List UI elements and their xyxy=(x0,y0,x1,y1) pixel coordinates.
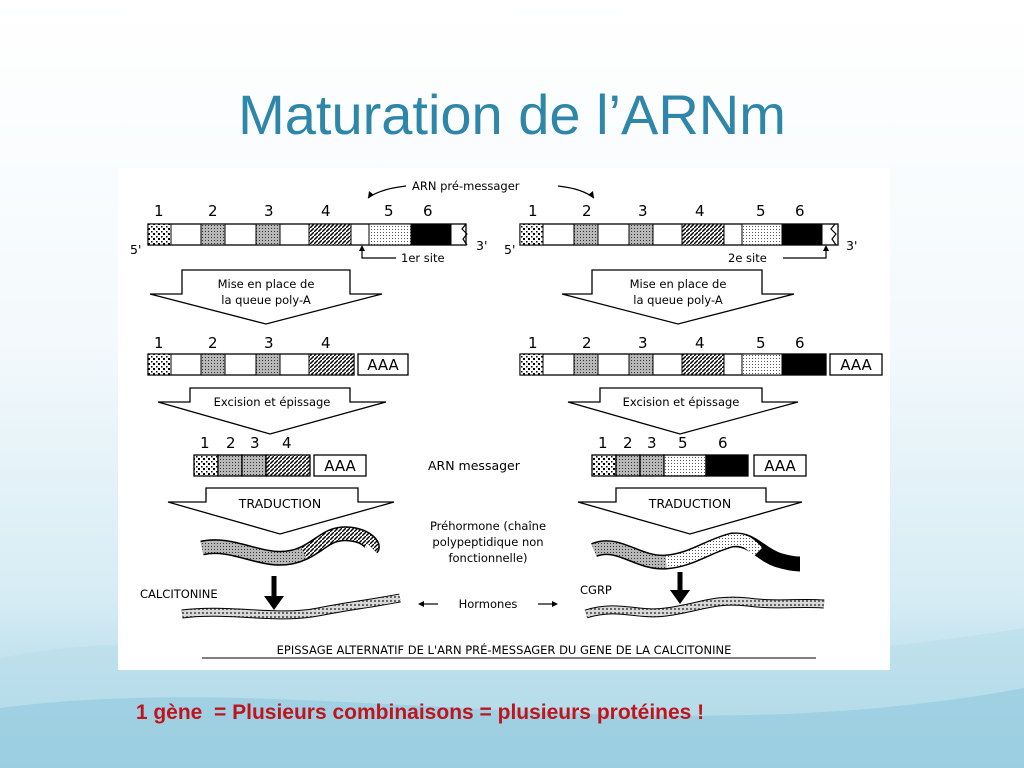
polya-step-line: Mise en place de xyxy=(218,277,315,291)
exon-number: 3 xyxy=(647,434,657,452)
polya-step-line: la queue poly-A xyxy=(221,293,311,307)
five-prime-label: 5' xyxy=(504,242,515,257)
prehormone-line: Préhormone (chaîne xyxy=(430,519,546,533)
translation-label: TRADUCTION xyxy=(648,496,731,511)
polya-step-line: Mise en place de xyxy=(630,277,727,291)
hormones-label: Hormones xyxy=(459,597,518,611)
prehormone-line: fonctionnelle) xyxy=(448,551,527,565)
polya-tail: AAA xyxy=(764,457,796,475)
exon-number: 2 xyxy=(208,202,218,220)
translation-step-left: TRADUCTION xyxy=(167,487,395,535)
pre-messenger-label: ARN pré-messager xyxy=(412,179,520,193)
exon-number: 2 xyxy=(208,334,218,352)
left-prehormone-chain xyxy=(200,526,380,566)
right-prehormone-chain xyxy=(591,532,801,572)
exon-number: 4 xyxy=(695,202,705,220)
figure-footer: EPISSAGE ALTERNATIF DE L'ARN PRÉ-MESSAGE… xyxy=(277,642,732,657)
exon-number: 6 xyxy=(718,434,728,452)
exon-number: 1 xyxy=(528,202,538,220)
calcitonine-label: CALCITONINE xyxy=(140,587,218,601)
exon-number: 3 xyxy=(250,434,260,452)
polya-step-left: Mise en place de la queue poly-A xyxy=(149,269,383,325)
calcitonine-chain xyxy=(181,594,401,619)
exon-number: 4 xyxy=(695,334,705,352)
cgrp-label: CGRP xyxy=(580,583,612,597)
cgrp-chain xyxy=(584,597,825,618)
exon-number: 1 xyxy=(598,434,608,452)
exon-number: 2 xyxy=(623,434,633,452)
translation-step-right: TRADUCTION xyxy=(577,487,803,535)
five-prime-label: 5' xyxy=(130,242,141,257)
splicing-diagram: ARN pré-messager 1 2 3 4 5 6 5' 3' 1er s… xyxy=(118,168,890,670)
polya-step-right: Mise en place de la queue poly-A xyxy=(561,269,795,325)
exon-number: 1 xyxy=(154,202,164,220)
exon-number: 4 xyxy=(282,434,292,452)
exon-number: 3 xyxy=(264,334,274,352)
splicing-step-left: Excision et épissage xyxy=(157,387,387,435)
prehormone-line: polypeptidique non xyxy=(432,535,543,549)
exon-number: 6 xyxy=(423,202,433,220)
right-pre-mrna: 1 2 3 4 5 6 5' 3' 2e site xyxy=(504,202,857,265)
slide-title: Maturation de l’ARNm xyxy=(238,83,786,146)
down-arrow xyxy=(670,590,690,604)
exon-number: 6 xyxy=(795,334,805,352)
exon-number: 5 xyxy=(756,202,766,220)
left-polyadenylated-rna: 1 2 3 4 AAA xyxy=(147,334,409,376)
three-prime-label: 3' xyxy=(476,238,487,253)
left-pre-mrna: 1 2 3 4 5 6 5' 3' 1er site xyxy=(130,202,487,265)
splicing-step-label: Excision et épissage xyxy=(623,395,740,409)
three-prime-label: 3' xyxy=(846,238,857,253)
exon-number: 3 xyxy=(264,202,274,220)
left-mature-mrna: 1 2 3 4 AAA xyxy=(193,434,367,477)
first-site-label: 1er site xyxy=(401,251,445,265)
exon-number: 1 xyxy=(528,334,538,352)
exon-number: 3 xyxy=(638,334,648,352)
mrna-label: ARN messager xyxy=(428,458,521,473)
exon-number: 5 xyxy=(678,434,688,452)
exon-number: 2 xyxy=(582,202,592,220)
right-mature-mrna: 1 2 3 5 6 AAA xyxy=(591,434,807,477)
splicing-step-right: Excision et épissage xyxy=(567,387,799,435)
exon-number: 6 xyxy=(795,202,805,220)
polya-tail: AAA xyxy=(324,457,356,475)
exon-number: 1 xyxy=(154,334,164,352)
exon-number: 5 xyxy=(756,334,766,352)
exon-number: 2 xyxy=(226,434,236,452)
second-site-label: 2e site xyxy=(728,251,767,265)
exon-number: 4 xyxy=(321,334,331,352)
exon-number: 1 xyxy=(200,434,210,452)
conclusion-text: 1 gène = Plusieurs combinaisons = plusie… xyxy=(135,701,705,724)
exon-number: 3 xyxy=(638,202,648,220)
polya-tail: AAA xyxy=(840,356,872,374)
right-polyadenylated-rna: 1 2 3 4 5 6 AAA xyxy=(519,334,883,376)
splicing-step-label: Excision et épissage xyxy=(214,395,331,409)
exon-number: 5 xyxy=(384,202,394,220)
polya-step-line: la queue poly-A xyxy=(633,293,723,307)
down-arrow xyxy=(264,596,284,610)
exon-number: 4 xyxy=(321,202,331,220)
translation-label: TRADUCTION xyxy=(238,496,321,511)
polya-tail: AAA xyxy=(367,356,399,374)
exon-number: 2 xyxy=(582,334,592,352)
